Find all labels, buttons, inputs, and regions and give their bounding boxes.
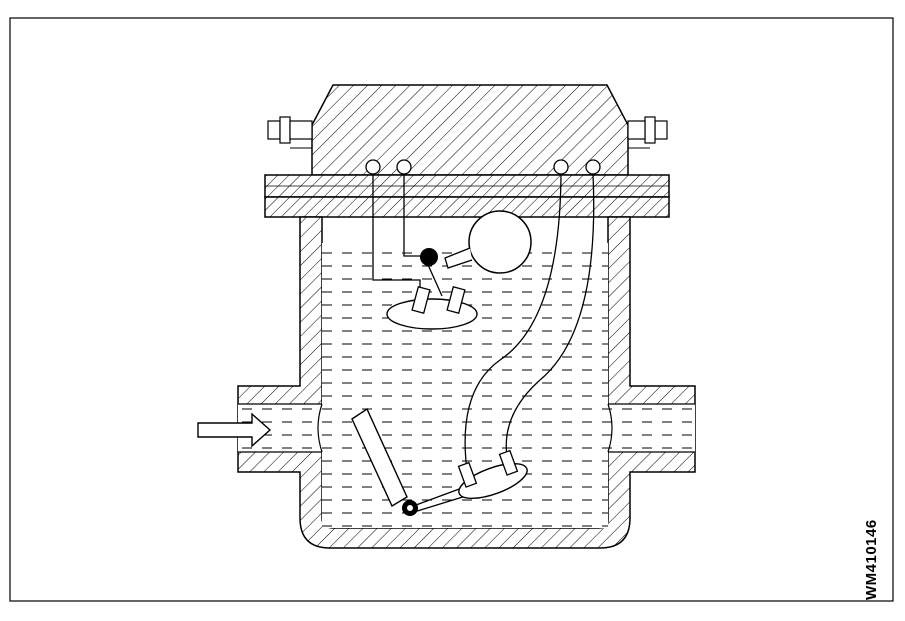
upper-pivot <box>420 248 438 266</box>
inlet-arrow-icon <box>197 412 272 448</box>
outlet-bore <box>608 404 695 452</box>
body-flange <box>264 196 670 218</box>
upper-switch-capsule <box>386 298 478 330</box>
right-bolt-icon <box>627 116 668 144</box>
figure-code: WM410146 <box>863 519 880 600</box>
cover-cap <box>311 84 629 176</box>
figure-frame <box>9 17 894 602</box>
left-bolt-icon <box>267 116 313 144</box>
lower-float-rod <box>351 407 408 508</box>
upper-float-ball <box>468 210 532 274</box>
terminal-posts <box>365 159 601 175</box>
